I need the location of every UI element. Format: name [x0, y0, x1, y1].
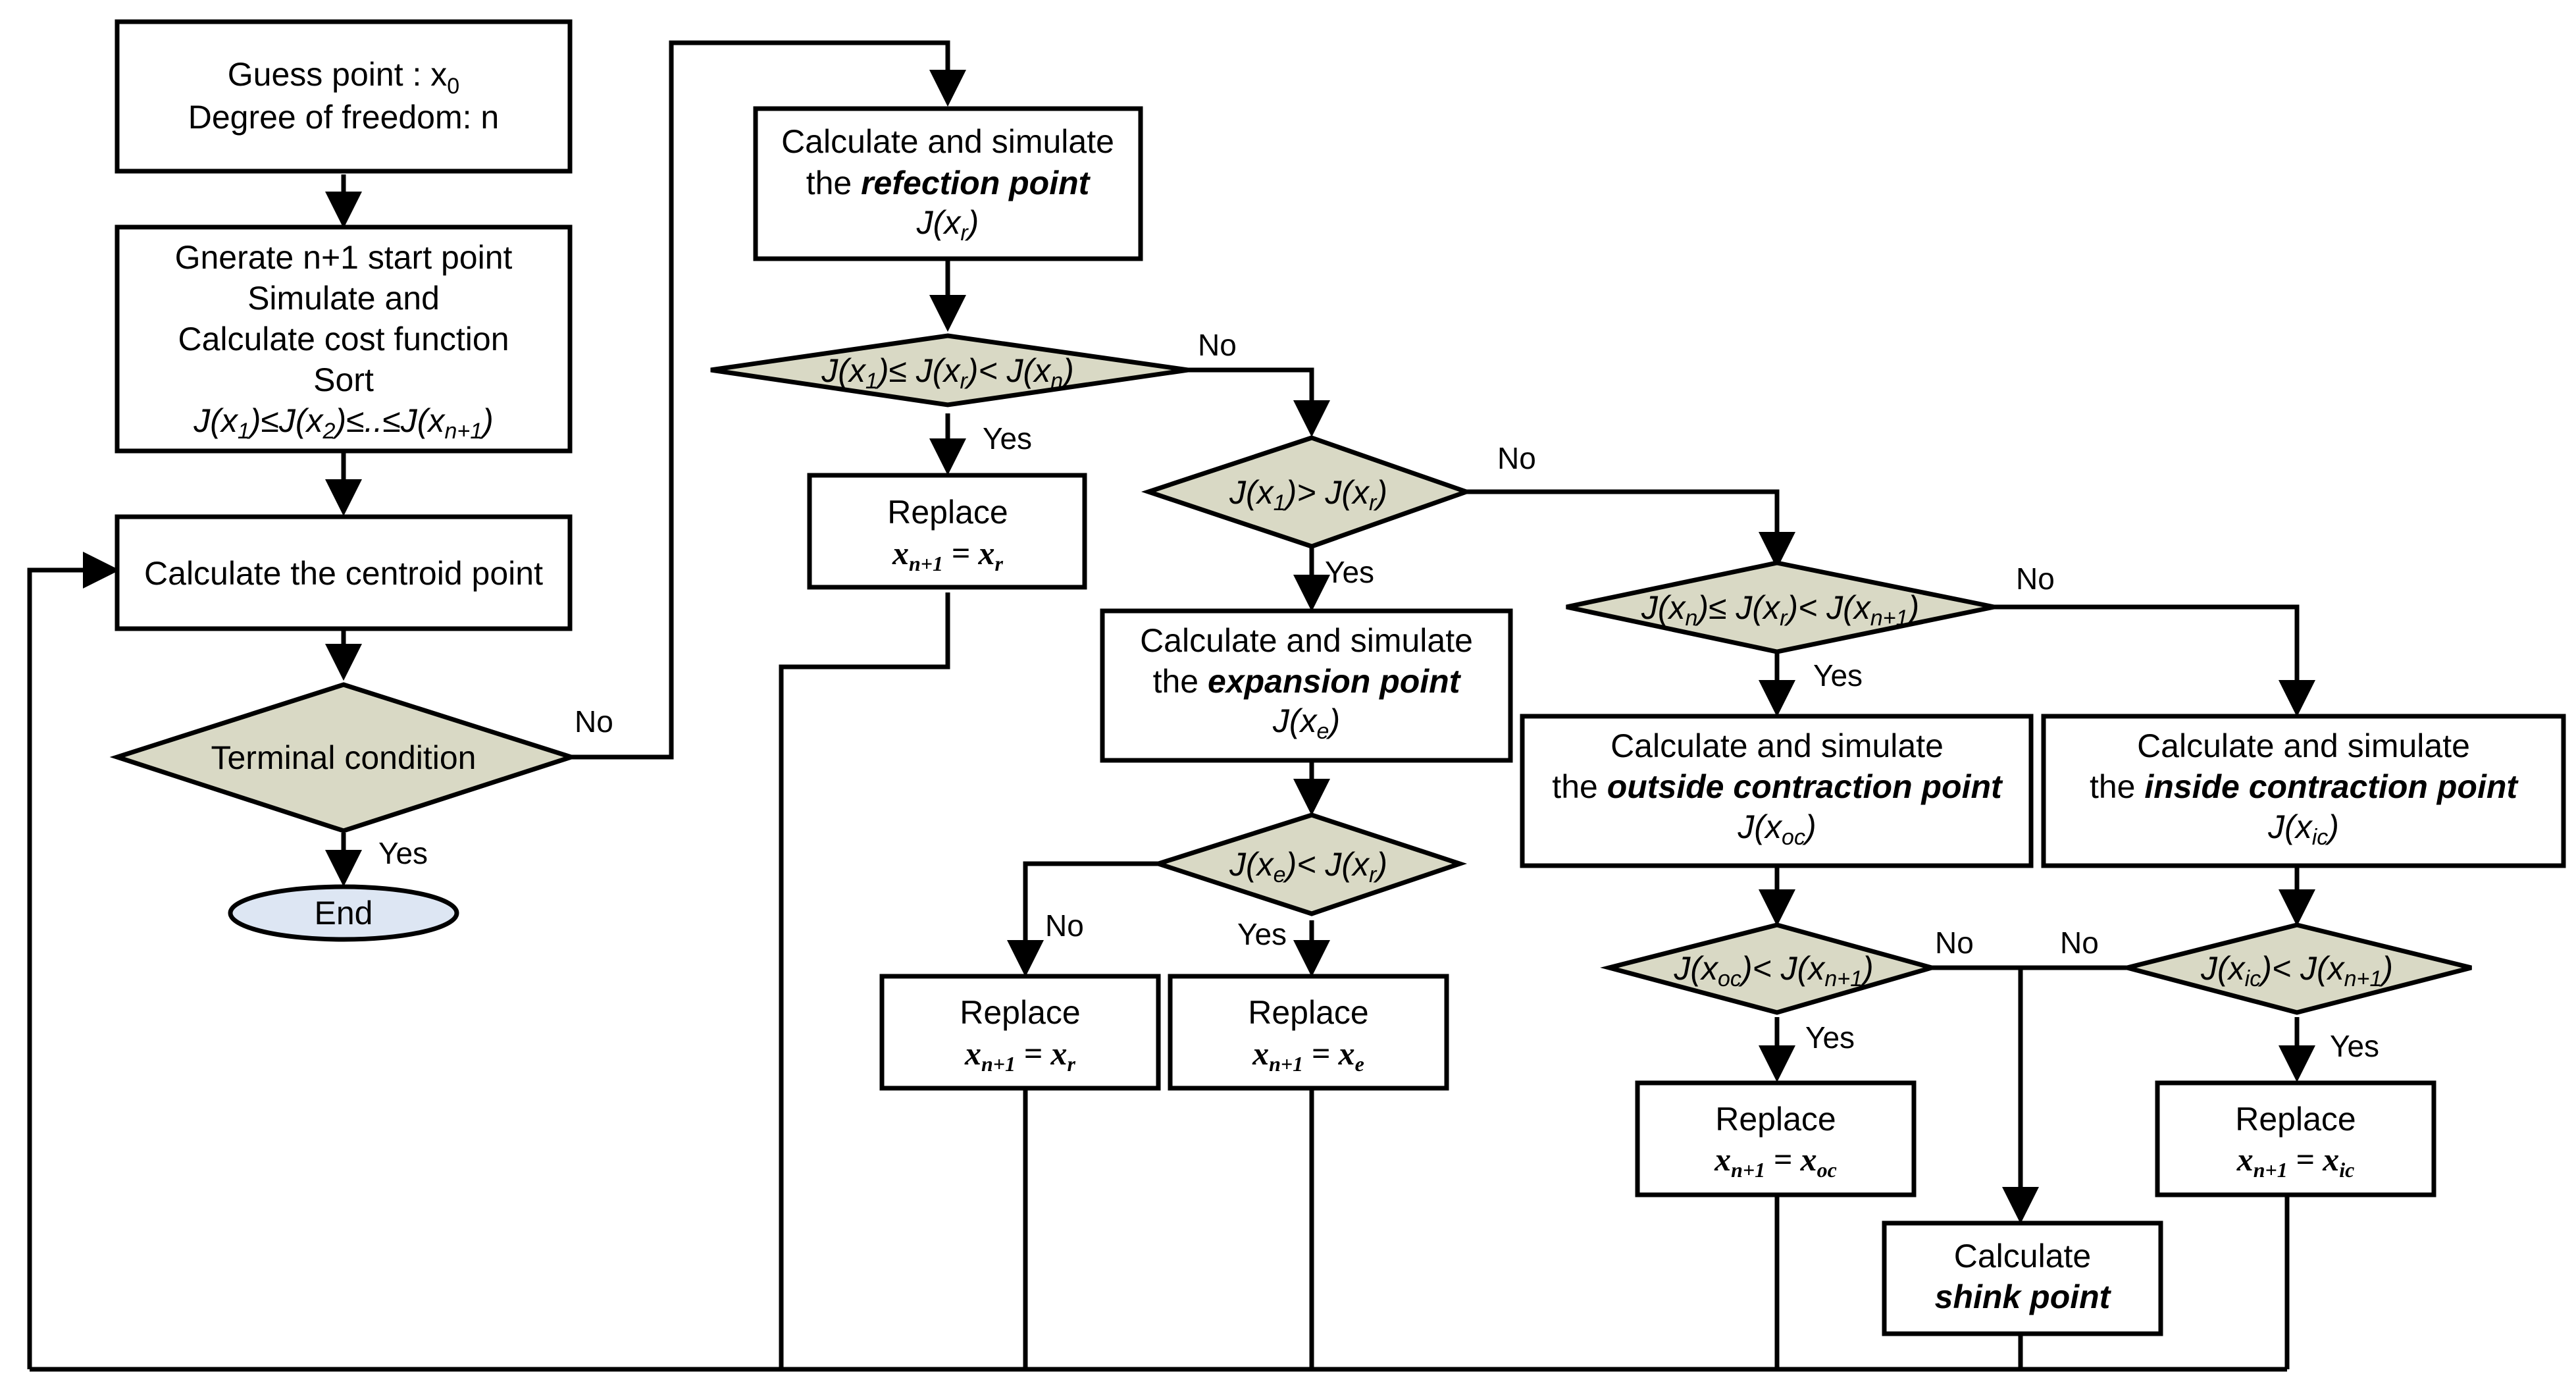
replace-r-box: Replace xn+1 = xr	[807, 473, 1087, 590]
expand-no-label: No	[1497, 441, 1536, 475]
init-line2: Simulate and	[247, 280, 440, 317]
oc-no-label: No	[1935, 926, 1974, 960]
contract-cond-expr: J(xn)≤ J(xr)< J(xn+1)	[1641, 589, 1919, 631]
edge-terminal-no-to-reflection	[571, 40, 966, 760]
start-box: Guess point : x0 Degree of freedom: n	[115, 19, 573, 174]
return-from-replace-r	[779, 592, 950, 1369]
edge-e-no-to-replace-r	[1007, 861, 1158, 977]
inside-line2: the inside contraction point	[2090, 768, 2519, 805]
edge-reflect-no-to-expand-cond	[1188, 367, 1330, 437]
replace-r2-box: Replace xn+1 = xr	[879, 974, 1161, 1091]
replace-r-title: Replace	[887, 494, 1008, 531]
terminal-no-label: No	[575, 704, 613, 739]
edge-expand-no-to-contract-cond	[1466, 489, 1795, 569]
ic-no-label: No	[2060, 926, 2099, 960]
connectors	[27, 40, 2315, 1372]
terminal-yes-label: Yes	[378, 836, 428, 870]
shrink-box: Calculate shink point	[1882, 1220, 2163, 1336]
replace-e-box: Replace xn+1 = xe	[1168, 974, 1449, 1091]
end-terminator: End	[228, 884, 459, 942]
outside-contraction-box: Calculate and simulate the outside contr…	[1520, 714, 2034, 868]
shrink-line1: Calculate	[1954, 1238, 2091, 1274]
init-line4: Sort	[313, 361, 374, 398]
replace-oc-box: Replace xn+1 = xoc	[1635, 1080, 1917, 1197]
ic-yes-label: Yes	[2330, 1029, 2379, 1063]
e-no-label: No	[1045, 908, 1084, 943]
oc-cond-expr: J(xoc)< J(xn+1)	[1673, 950, 1873, 991]
reflection-box: Calculate and simulate the refection poi…	[753, 106, 1143, 261]
terminal-label: Terminal condition	[211, 739, 477, 776]
terminal-decision: Terminal condition	[109, 682, 579, 833]
start-line1: Guess point : x0	[228, 56, 459, 99]
contract-no-label: No	[2016, 562, 2055, 596]
reflect-decision: J(x1)≤ J(xr)< J(xn)	[710, 333, 1189, 407]
contract-yes-label: Yes	[1813, 658, 1863, 693]
replace-ic-formula: xn+1 = xic	[2236, 1141, 2355, 1182]
outside-line3: J(xoc)	[1737, 808, 1816, 850]
expansion-line3: J(xe)	[1272, 702, 1340, 744]
reflect-no-label: No	[1198, 328, 1237, 362]
shrink-line2: shink point	[1935, 1278, 2112, 1315]
e-cond-expr: J(xe)< J(xr)	[1229, 846, 1387, 887]
init-line1: Gnerate n+1 start point	[175, 239, 513, 276]
reflection-line1: Calculate and simulate	[781, 123, 1114, 160]
inside-line3: J(xic)	[2267, 808, 2339, 850]
init-box: Gnerate n+1 start point Simulate and Cal…	[115, 224, 573, 454]
reflect-cond-expr: J(x1)≤ J(xr)< J(xn)	[821, 352, 1074, 394]
init-line3: Calculate cost function	[178, 321, 509, 357]
reflect-yes-label: Yes	[983, 421, 1032, 456]
replace-ic-box: Replace xn+1 = xic	[2155, 1080, 2436, 1197]
replace-r2-title: Replace	[960, 994, 1080, 1031]
start-line2: Degree of freedom: n	[188, 99, 500, 136]
inside-line1: Calculate and simulate	[2137, 727, 2470, 764]
centroid-label: Calculate the centroid point	[144, 555, 543, 592]
outside-line2: the outside contraction point	[1552, 768, 2003, 805]
replace-r-formula: xn+1 = xr	[892, 535, 1004, 575]
expand-decision: J(x1)> J(xr)	[1141, 435, 1474, 549]
e-yes-label: Yes	[1237, 917, 1287, 951]
init-sort-expr: J(x1)≤J(x2)≤..≤J(xn+1)	[193, 402, 494, 444]
replace-oc-title: Replace	[1715, 1101, 1836, 1138]
replace-ic-title: Replace	[2235, 1101, 2356, 1138]
centroid-box: Calculate the centroid point	[115, 514, 573, 631]
replace-e-title: Replace	[1248, 994, 1368, 1031]
ic-decision: J(xic)< J(xn+1)	[2126, 922, 2472, 1015]
oc-yes-label: Yes	[1805, 1020, 1855, 1055]
outside-line1: Calculate and simulate	[1610, 727, 1944, 764]
replace-r2-formula: xn+1 = xr	[964, 1035, 1076, 1076]
expand-yes-label: Yes	[1325, 555, 1374, 589]
replace-oc-formula: xn+1 = xoc	[1714, 1141, 1837, 1182]
expansion-line1: Calculate and simulate	[1140, 622, 1473, 659]
inside-contraction-box: Calculate and simulate the inside contra…	[2041, 714, 2566, 868]
reflection-line3: J(xr)	[916, 204, 979, 246]
replace-e-formula: xn+1 = xe	[1252, 1035, 1364, 1076]
contract-decision: J(xn)≤ J(xr)< J(xn+1)	[1566, 560, 1995, 654]
expansion-box: Calculate and simulate the expansion poi…	[1100, 608, 1513, 763]
reflection-line2: the refection point	[806, 165, 1091, 201]
ic-cond-expr: J(xic)< J(xn+1)	[2200, 950, 2393, 991]
e-decision: J(xe)< J(xr)	[1150, 812, 1468, 916]
expansion-line2: the expansion point	[1153, 663, 1462, 700]
edge-contract-no-to-inside	[1994, 604, 2315, 717]
oc-decision: J(xoc)< J(xn+1)	[1600, 922, 1940, 1015]
end-label: End	[315, 895, 373, 932]
loop-return-bus	[27, 552, 120, 1369]
expand-cond-expr: J(x1)> J(xr)	[1229, 474, 1387, 515]
